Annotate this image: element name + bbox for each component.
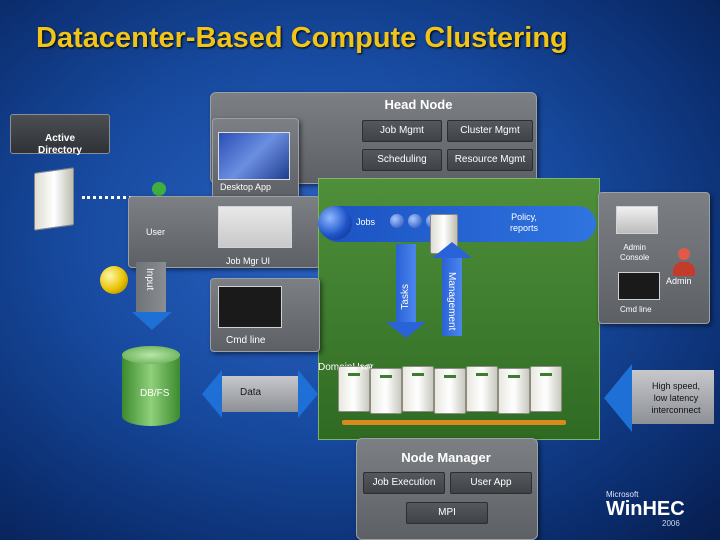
management-label: Management <box>446 272 457 331</box>
admin-cmd-screenshot <box>618 272 660 300</box>
head-node-label: Head Node <box>384 97 453 112</box>
cmd-line-screenshot <box>218 286 282 328</box>
page-title: Datacenter-Based Compute Clustering <box>36 22 568 54</box>
admin-console-label: Admin Console <box>620 243 650 262</box>
job-dot-2 <box>408 214 422 228</box>
data-arrow-right-head <box>298 370 318 418</box>
tasks-arrow-head <box>386 322 426 338</box>
scheduling-pill: Scheduling <box>362 149 442 171</box>
job-execution-pill: Job Execution <box>363 472 445 494</box>
data-arrow <box>220 376 300 412</box>
node-manager-label: Node Manager <box>401 450 491 465</box>
data-label: Data <box>240 387 262 398</box>
logo-year: 2006 <box>662 519 680 528</box>
compute-node <box>402 366 434 412</box>
logo-brand: Microsoft <box>606 490 639 499</box>
active-directory-label: Active Directory <box>38 133 82 156</box>
admin-console-screenshot <box>616 206 658 234</box>
admin-icon <box>672 248 696 276</box>
job-dot-1 <box>390 214 404 228</box>
dbfs-label: DB/FS <box>140 388 170 399</box>
logo-name: WinHEC <box>606 498 685 520</box>
compute-node <box>338 366 370 412</box>
jobs-policy-band <box>320 206 596 242</box>
compute-node <box>466 366 498 412</box>
high-speed-arrow-head <box>604 364 632 432</box>
desktop-app-label: Desktop App <box>220 182 272 192</box>
desktop-app-screenshot <box>218 132 290 180</box>
resource-mgmt-pill: Resource Mgmt <box>447 149 533 171</box>
active-directory-box: Active Directory <box>10 114 110 156</box>
compute-node <box>530 366 562 412</box>
data-arrow-left-head <box>202 370 222 418</box>
cluster-mgmt-pill: Cluster Mgmt <box>447 120 533 142</box>
tasks-arrow <box>396 244 416 326</box>
job-mgmt-pill: Job Mgmt <box>362 120 442 142</box>
user-label: User <box>146 227 166 237</box>
high-speed-label: High speed, low latency interconnect <box>651 381 701 415</box>
high-speed-arrow <box>630 370 714 424</box>
management-arrow-head <box>432 242 472 258</box>
dbfs-cylinder-top <box>122 346 180 364</box>
jobs-orb <box>318 206 352 240</box>
input-arrow <box>136 262 166 314</box>
compute-node <box>498 368 530 414</box>
tasks-label: Tasks <box>400 284 411 310</box>
winhec-logo: Microsoft WinHEC 2006 <box>606 490 706 534</box>
interconnect-bar <box>342 420 566 425</box>
policy-reports-label: Policy, reports <box>510 212 539 233</box>
admin-label: Admin <box>666 276 692 286</box>
input-orb <box>100 266 128 294</box>
cmd-line-right-label: Cmd line <box>620 305 652 314</box>
job-mgr-ui-label: Job Mgr UI <box>226 256 271 266</box>
compute-nodes-row <box>338 362 578 432</box>
management-arrow <box>442 256 462 336</box>
ad-dashed-link <box>82 196 144 199</box>
compute-node <box>370 368 402 414</box>
ad-server-icon <box>34 167 74 231</box>
job-mgr-ui-screenshot <box>218 206 292 248</box>
mpi-pill: MPI <box>406 502 488 524</box>
input-label: Input <box>144 268 155 291</box>
user-app-pill: User App <box>450 472 532 494</box>
compute-node <box>434 368 466 414</box>
jobs-label: Jobs <box>356 217 376 227</box>
input-arrow-head <box>132 312 172 330</box>
cmd-line-left-label: Cmd line <box>226 335 266 346</box>
